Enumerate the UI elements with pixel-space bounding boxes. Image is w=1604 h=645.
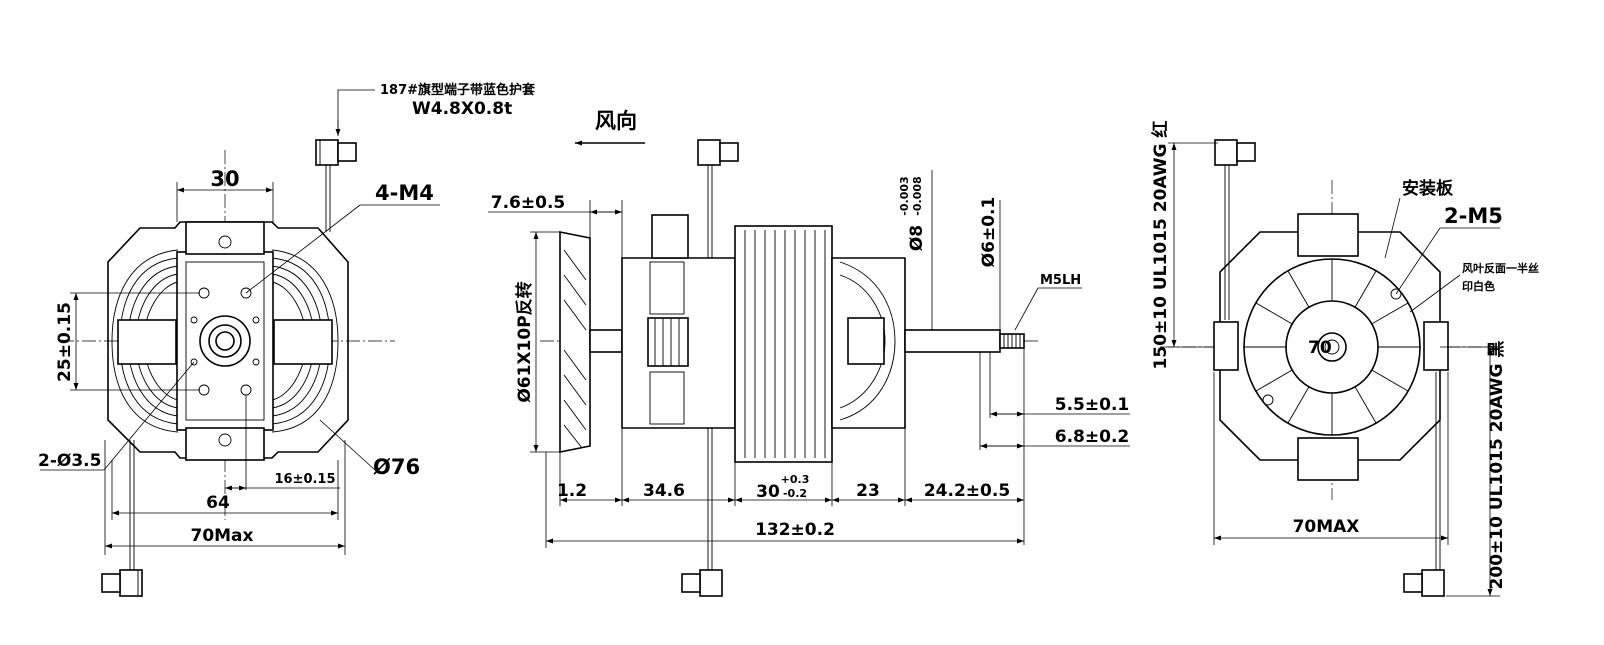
rear-label-2m5: 2-M5 [1444,204,1503,228]
wind-direction-label: 风向 [595,109,637,133]
rear-lead-red: 150±10 UL1015 20AWG 红 [1150,121,1171,370]
rear-lead-black: 200±10 UL1015 20AWG 黑 [1487,341,1507,590]
front-bearing-outer [199,315,251,367]
side-brush-bottom [649,371,685,425]
m4-hole-2 [240,287,252,299]
front-dim-25: 25±0.15 [55,302,75,382]
side-dim-30-upper: +0.3 [781,473,810,486]
terminal-note-line1: 187#旗型端子带蓝色护套 [380,82,536,98]
side-dim-1-2: 1.2 [557,481,587,501]
front-terminal-bottom [101,569,143,597]
side-dim-132: 132±0.2 [755,520,835,540]
small-hole-2 [252,316,260,324]
side-terminal-bottom [681,569,723,597]
side-shaft-output [904,329,1001,353]
rear-view: 150±10 UL1015 20AWG 红 200±10 UL1015 20AW… [1150,121,1539,597]
rear-left-clamp [1213,321,1239,371]
side-terminal-top [697,139,739,166]
side-label-m5lh: M5LH [1040,273,1081,288]
side-dim-d8-upper: -0.003 [898,176,911,215]
front-view: 30 4-M4 25±0.15 2-Ø3.5 Ø76 16±0.15 64 70… [38,139,440,597]
rear-center-70: 70 [1308,338,1332,358]
front-bottom-screw [218,433,232,447]
rear-m5-hole-2 [1262,394,1274,406]
rear-blade-note-2: 印白色 [1462,279,1495,293]
rear-label-plate: 安装板 [1402,178,1454,199]
side-dim-30: 30 [756,482,780,502]
side-dim-24-2: 24.2±0.5 [924,481,1010,501]
front-dim-70max: 70Max [190,526,253,546]
front-dim-30: 30 [210,167,239,191]
side-view: 风向 [488,109,1130,597]
rear-terminal-top [1214,139,1256,166]
side-dim-23: 23 [856,481,880,501]
side-brush-top [649,261,685,315]
side-stator-stack [734,225,833,463]
side-dim-5-5: 5.5±0.1 [1055,395,1129,415]
front-left-clamp [117,319,177,365]
side-commutator [647,317,689,367]
rear-shaft-bore [1317,332,1347,362]
front-dim-16: 16±0.15 [274,472,335,487]
side-front-bearing [847,317,885,365]
front-top-screw [218,235,232,249]
rear-right-clamp [1423,321,1449,371]
front-bracket-inner [185,261,265,421]
side-dim-fan: Ø61X10P反转 [514,281,535,402]
side-dim-d6: Ø6±0.1 [979,197,999,268]
rear-blade-note-1: 风叶反面一半丝 [1462,261,1539,275]
front-label-d76: Ø76 [373,455,420,479]
side-shaft-left [589,329,623,353]
small-hole-1 [190,316,198,324]
small-hole-3 [190,358,198,366]
terminal-note: 187#旗型端子带蓝色护套 W4.8X0.8t [335,82,536,136]
front-bearing-mid [208,324,242,358]
front-label-2-35: 2-Ø3.5 [38,451,101,471]
rear-m5-hole-1 [1390,288,1402,300]
rear-bottom-bracket [1297,437,1359,481]
front-right-clamp [273,319,333,365]
side-dim-30-lower: -0.2 [783,487,807,500]
small-hole-4 [252,358,260,366]
side-dim-d8: Ø8 [907,225,927,251]
rear-top-bracket [1297,213,1359,257]
rear-terminal-bottom [1403,569,1445,597]
rear-dim-70max: 70MAX [1293,517,1360,537]
front-bearing-inner [215,331,235,351]
front-bottom-tab [185,427,265,461]
side-fan [559,231,591,453]
side-dim-7-6: 7.6±0.5 [491,193,565,213]
side-dim-6-8: 6.8±0.2 [1055,427,1129,447]
side-dim-34-6: 34.6 [643,481,685,501]
side-dim-d8-lower: -0.008 [911,176,924,215]
front-label-4m4: 4-M4 [375,181,434,205]
front-top-tab [185,221,265,255]
front-terminal-top [315,139,357,166]
side-terminal-block [651,214,689,259]
terminal-note-line2: W4.8X0.8t [412,99,512,119]
front-dim-64: 64 [206,493,230,513]
